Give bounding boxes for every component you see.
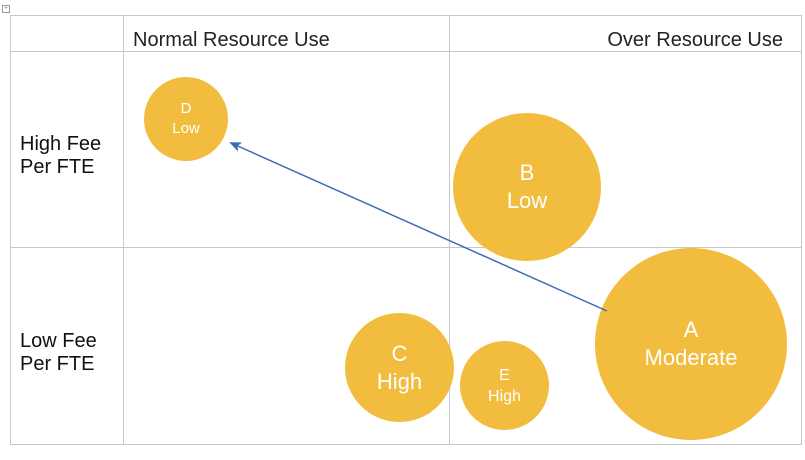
bubble-b-letter: B: [519, 160, 535, 185]
bubble-d-rating: Low: [172, 120, 200, 137]
bubble-e-rating: High: [488, 387, 521, 405]
table-handle-icon: +: [2, 5, 10, 13]
row-label-high-line1: High Fee: [20, 133, 102, 155]
bubble-e: E High: [460, 341, 549, 430]
grid-line-col2: [449, 15, 450, 445]
row-label-high-fee: High Fee Per FTE: [20, 133, 101, 179]
bubble-b-rating: Low: [506, 188, 548, 213]
bubble-b: B Low: [453, 113, 601, 261]
grid-line-bottom: [10, 444, 802, 445]
grid-line-middle: [10, 247, 802, 248]
bubble-d: D Low: [144, 77, 228, 161]
row-label-low-line2: Per FTE: [20, 353, 95, 375]
grid-line-col1: [123, 15, 124, 445]
bubble-d-letter: D: [180, 100, 192, 117]
bubble-c: C High: [345, 313, 454, 422]
column-header-normal: Normal Resource Use: [133, 29, 330, 51]
grid-line-right: [801, 15, 802, 445]
bubble-e-letter: E: [499, 366, 510, 384]
column-header-over: Over Resource Use: [607, 29, 783, 51]
bubble-a-letter: A: [683, 317, 699, 342]
grid-line-top: [10, 15, 802, 16]
row-label-low-line1: Low Fee: [20, 330, 97, 352]
arrow-a-to-d: [229, 142, 608, 312]
bubble-c-letter: C: [391, 340, 408, 366]
bubble-a-rating: Moderate: [644, 345, 738, 370]
bubble-a: A Moderate: [595, 248, 787, 440]
row-label-low-fee: Low Fee Per FTE: [20, 330, 97, 376]
row-label-high-line2: Per FTE: [20, 156, 95, 178]
grid-line-left: [10, 15, 11, 445]
bubble-c-rating: High: [376, 368, 423, 394]
grid-line-header: [10, 51, 802, 52]
